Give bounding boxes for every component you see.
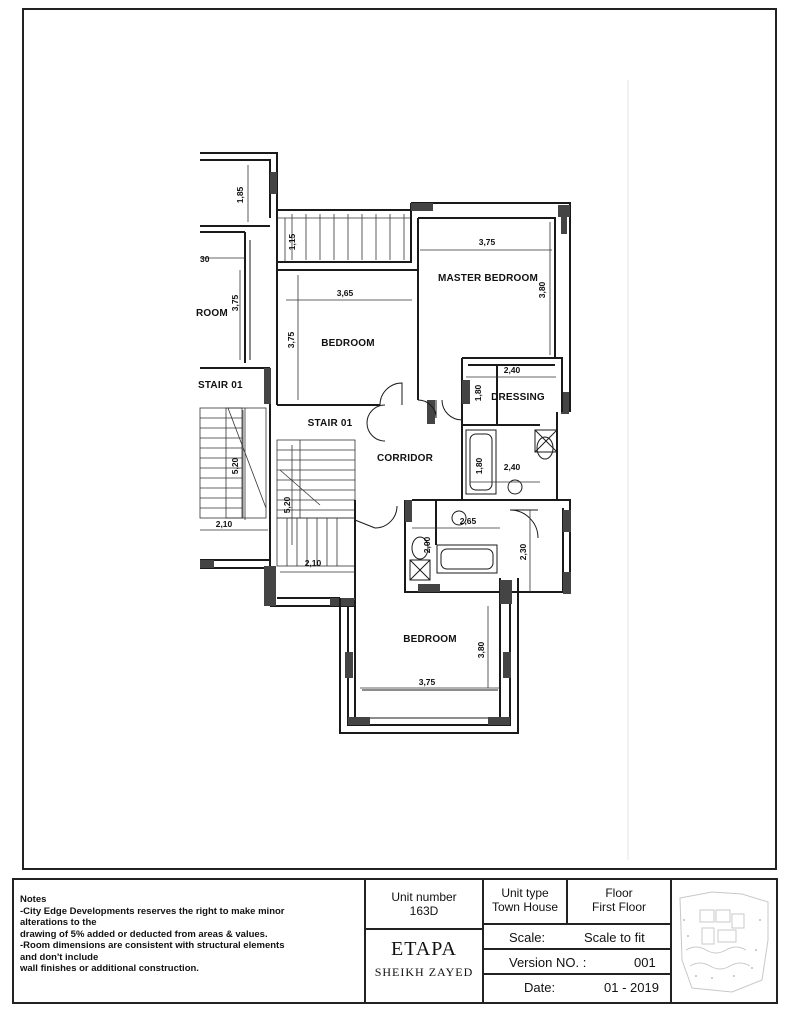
- notes-line: alterations to the: [20, 917, 97, 928]
- dim-2-40-dressing: 2,40: [504, 365, 521, 375]
- label-stair-left: STAIR 01: [198, 380, 243, 391]
- dim-5-20-left: 5,20: [230, 457, 240, 474]
- notes-line: drawing of 5% added or deducted from are…: [20, 928, 268, 940]
- notes-line: wall finishes or additional construction…: [20, 963, 199, 974]
- dim-2-10-left: 2,10: [216, 519, 233, 529]
- dim-2-40-bath: 2,40: [504, 462, 521, 472]
- key-plan-graphic: [679, 891, 769, 993]
- date-row: Date: 01 - 2019: [484, 975, 672, 1002]
- brand-cell: ETAPA SHEIKH ZAYED: [366, 930, 484, 1002]
- dim-2-10-mid: 2,10: [305, 558, 322, 568]
- unit-number-value: 163D: [409, 904, 439, 918]
- brand-name: ETAPA: [390, 938, 457, 960]
- floor-cell: Floor First Floor: [568, 880, 672, 925]
- label-bedroom-left: ROOM: [196, 308, 228, 319]
- version-value: 001: [634, 955, 656, 970]
- dim-3-80-bottom-v: 3,80: [476, 641, 486, 658]
- dim-30: 30: [200, 254, 210, 264]
- dim-3-75-left: 3,75: [230, 294, 240, 311]
- scale-label: Scale:: [509, 930, 546, 945]
- scale-value: Scale to fit: [584, 930, 645, 945]
- unit-type-value: Town House: [491, 900, 559, 914]
- label-stair-main: STAIR 01: [308, 418, 353, 429]
- notes-panel: Notes -City Edge Developments reserves t…: [14, 880, 366, 1002]
- dim-1-15: 1,15: [287, 233, 297, 250]
- floor-label: Floor: [605, 886, 633, 900]
- version-row: Version NO. : 001: [484, 950, 672, 975]
- notes-line: -City Edge Developments reserves the rig…: [20, 905, 285, 917]
- notes-line: -Room dimensions are consistent with str…: [20, 940, 285, 951]
- dim-1-80-bath: 1,80: [474, 457, 484, 474]
- floor-value: First Floor: [592, 900, 646, 914]
- label-dressing: DRESSING: [491, 392, 545, 403]
- dim-3-75-master-h: 3,75: [479, 237, 496, 247]
- title-block: Notes -City Edge Developments reserves t…: [12, 878, 778, 1004]
- dim-1-80-dressing: 1,80: [473, 384, 483, 401]
- dim-3-65: 3,65: [337, 288, 354, 298]
- date-value: 01 - 2019: [604, 980, 659, 995]
- main-unit-walls: [264, 202, 571, 734]
- dim-1-85: 1,85: [235, 186, 245, 203]
- label-master-bedroom: MASTER BEDROOM: [438, 273, 538, 284]
- dimension-lines: [200, 165, 556, 689]
- label-corridor: CORRIDOR: [377, 453, 434, 464]
- unit-type-label: Unit type: [501, 886, 549, 900]
- key-plan-thumbnail: [672, 880, 776, 1002]
- unit-type-cell: Unit type Town House: [484, 880, 568, 925]
- dim-3-75-bottom-h: 3,75: [419, 677, 436, 687]
- date-label: Date:: [524, 980, 556, 995]
- label-bedroom-bottom: BEDROOM: [403, 634, 457, 645]
- dim-3-75-bedroom-v: 3,75: [286, 331, 296, 348]
- dim-2-00: 2,00: [422, 536, 432, 553]
- notes-heading: Notes: [20, 894, 47, 905]
- drawing-frame: [22, 8, 777, 870]
- dim-5-20-mid: 5,20: [282, 496, 292, 513]
- dim-2-65: 2,65: [460, 516, 477, 526]
- neighbor-unit-walls: [199, 152, 278, 569]
- brand-location: SHEIKH ZAYED: [374, 965, 474, 979]
- label-bedroom-top: BEDROOM: [321, 338, 375, 349]
- notes-line: and don't include: [20, 951, 99, 963]
- balcony-railing: [277, 214, 411, 260]
- scale-row: Scale: Scale to fit: [484, 925, 672, 950]
- version-label: Version NO. :: [509, 955, 587, 970]
- unit-number-label: Unit number: [391, 890, 457, 904]
- dim-3-80-master-v: 3,80: [537, 281, 547, 298]
- unit-number-cell: Unit number 163D: [366, 880, 484, 930]
- left-stair: [199, 407, 267, 520]
- dim-2-30: 2,30: [518, 543, 528, 560]
